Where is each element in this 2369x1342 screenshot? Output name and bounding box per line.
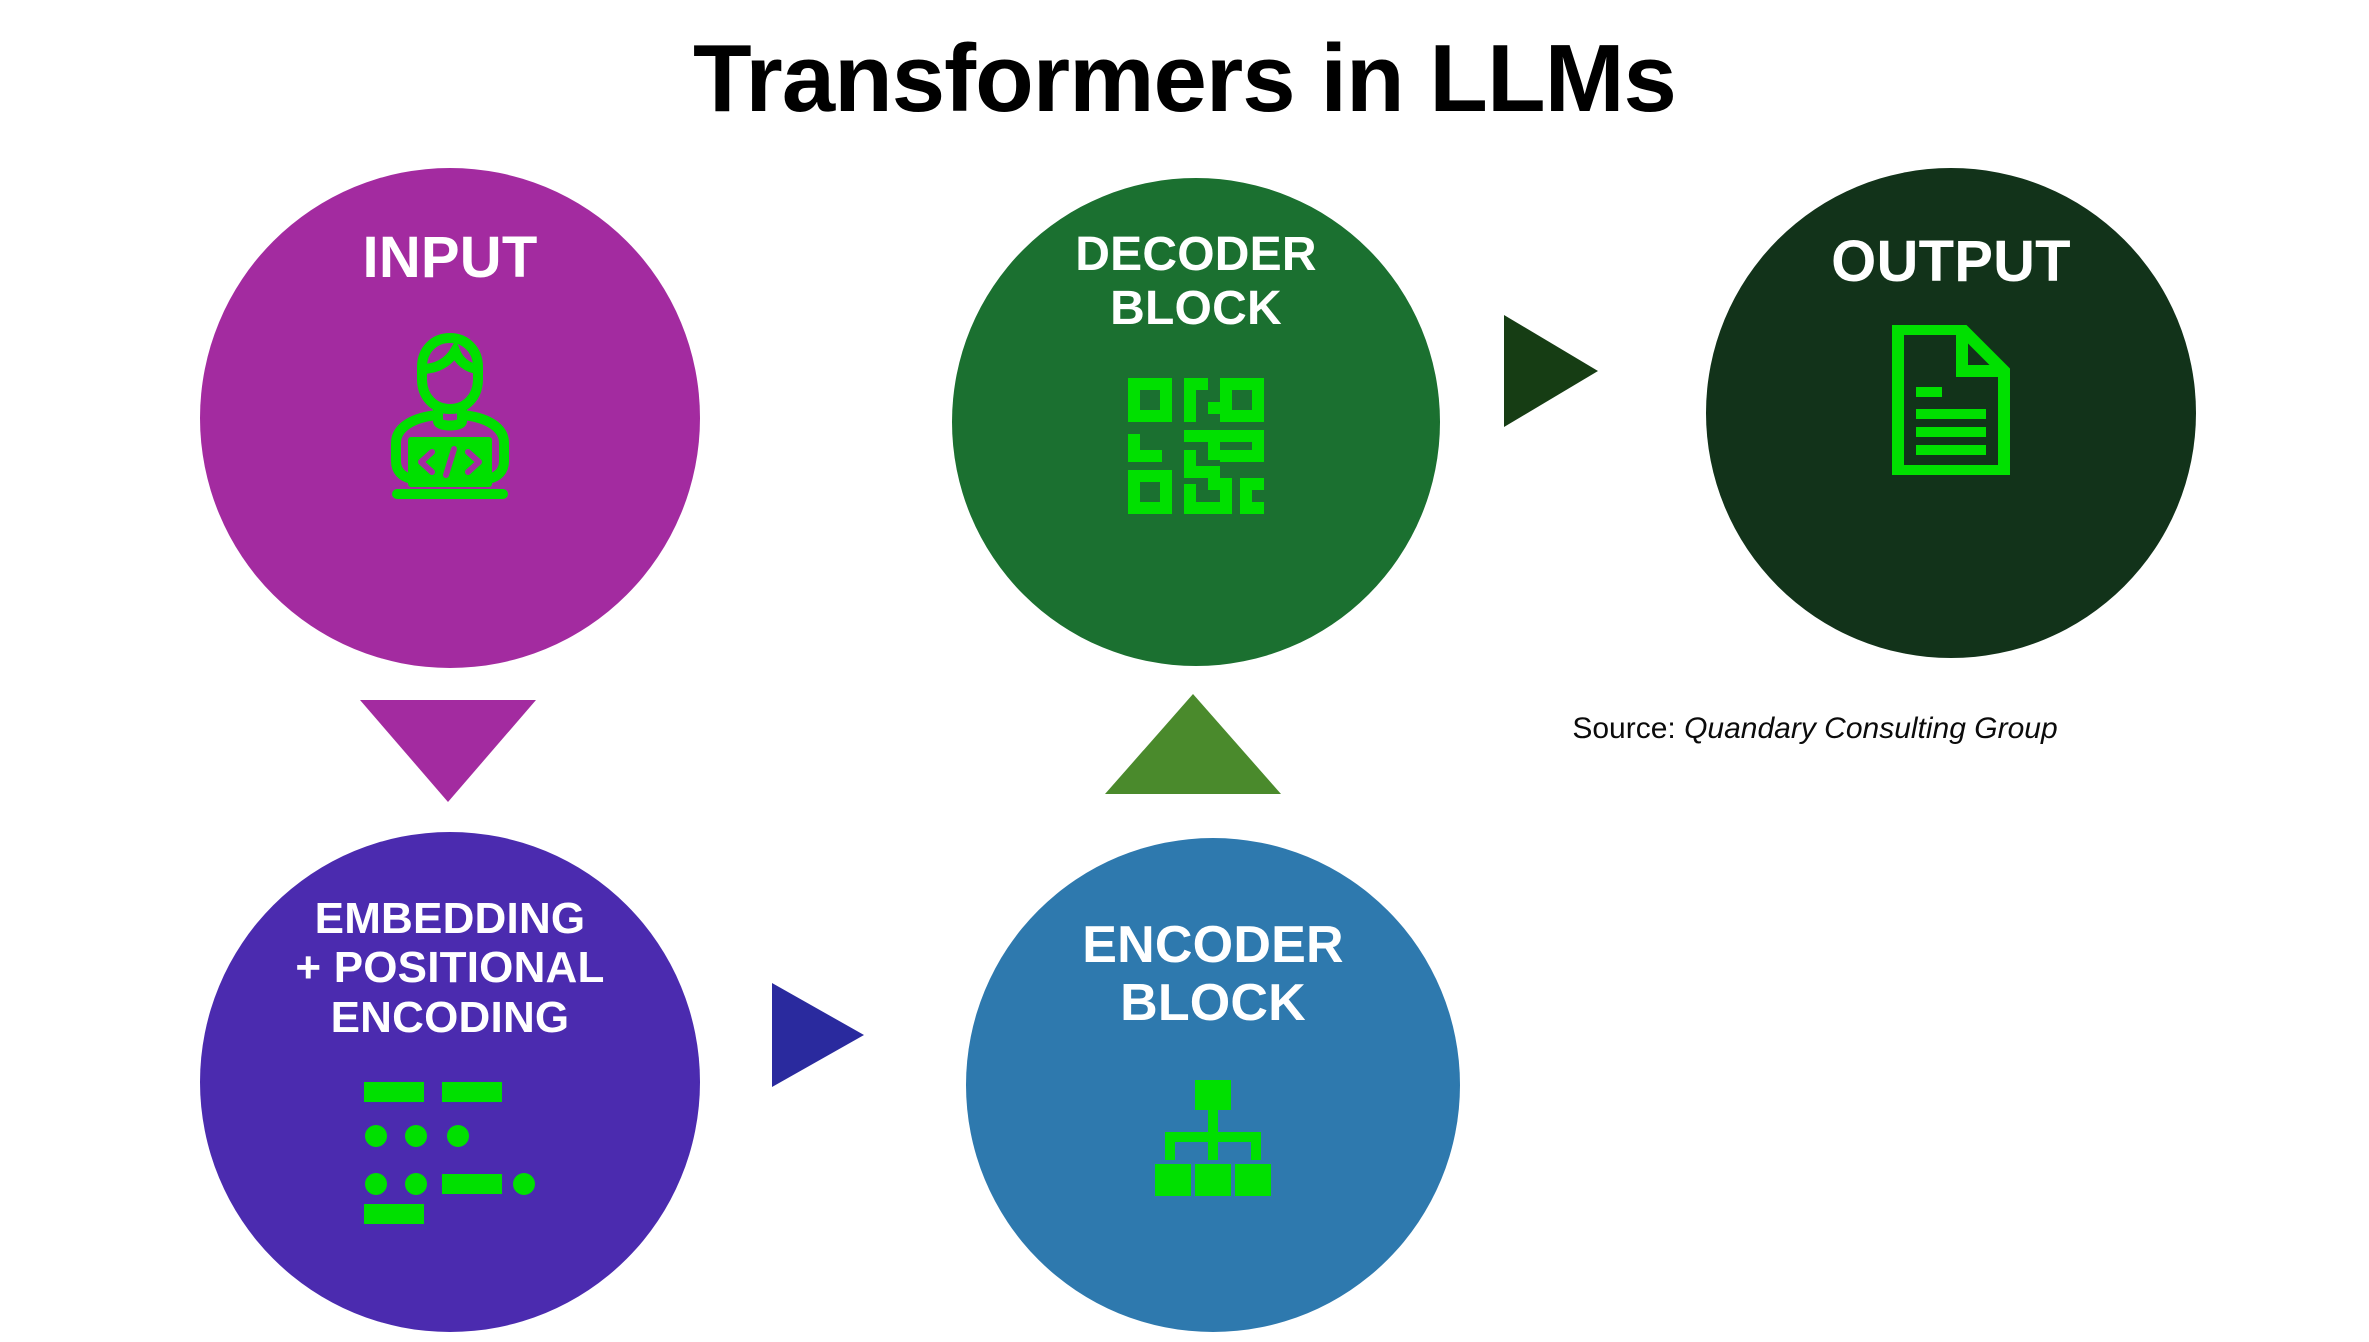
arrow-embedding-to-encoder-icon	[772, 983, 864, 1087]
qr-code-icon	[1124, 374, 1268, 523]
node-output[interactable]: OUTPUT	[1706, 168, 2196, 658]
document-page-icon	[1892, 322, 2010, 480]
arrow-decoder-to-output-icon	[1504, 315, 1598, 427]
arrow-encoder-to-decoder-icon	[1105, 694, 1281, 794]
node-output-label: OUTPUT	[1831, 229, 2071, 294]
arrow-input-to-embedding-icon	[360, 700, 536, 802]
node-embedding[interactable]: EMBEDDING + POSITIONAL ENCODING	[200, 832, 700, 1332]
node-encoder[interactable]: ENCODER BLOCK	[966, 838, 1460, 1332]
node-embedding-label: EMBEDDING + POSITIONAL ENCODING	[295, 894, 605, 1042]
node-encoder-label: ENCODER BLOCK	[1082, 916, 1344, 1033]
source-label: Source:	[1572, 712, 1685, 745]
data-encoding-pattern-icon	[358, 1080, 542, 1231]
source-name: Quandary Consulting Group	[1684, 712, 2058, 745]
source-note: Source: Quandary Consulting Group	[1450, 712, 2180, 746]
person-at-laptop-code-icon	[370, 313, 530, 506]
node-decoder[interactable]: DECODER BLOCK	[952, 178, 1440, 666]
node-input-label: INPUT	[362, 225, 538, 290]
node-decoder-label: DECODER BLOCK	[1075, 228, 1317, 335]
page-title: Transformers in LLMs	[693, 25, 1677, 132]
hierarchy-tree-icon	[1151, 1080, 1275, 1203]
node-input[interactable]: INPUT	[200, 168, 700, 668]
